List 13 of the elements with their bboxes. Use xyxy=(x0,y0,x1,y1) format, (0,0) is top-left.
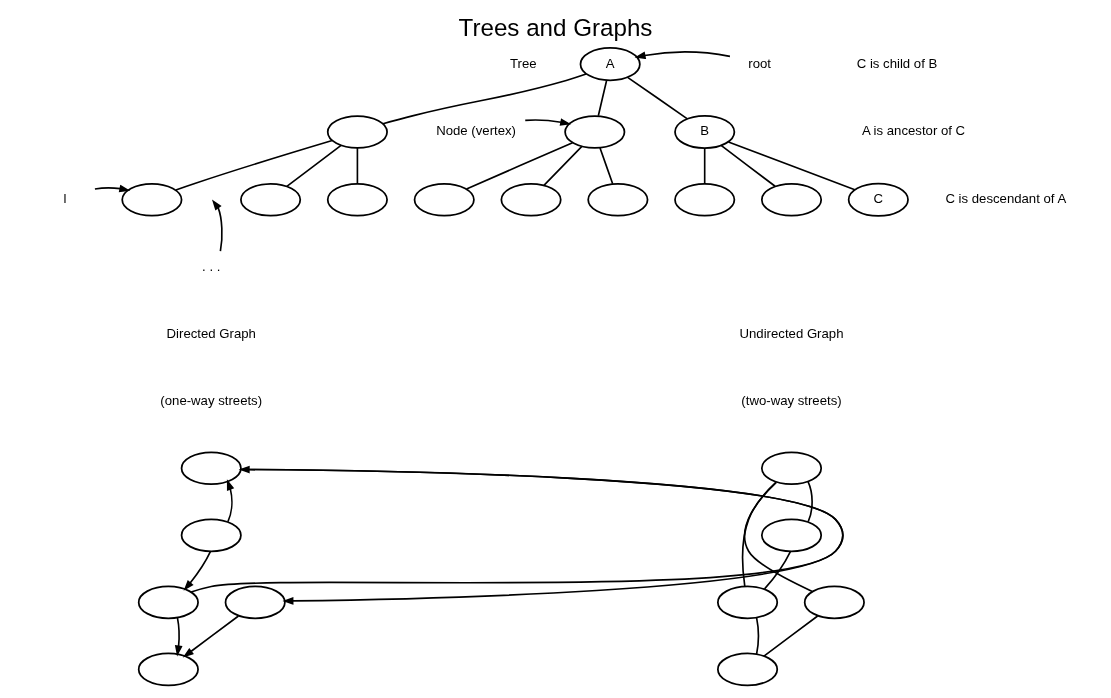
label: Undirected Graph xyxy=(739,325,844,341)
label: Tree xyxy=(510,55,537,71)
label: C is descendant of A xyxy=(945,191,1067,207)
label: Directed Graph xyxy=(166,325,256,341)
node-text: root xyxy=(748,55,771,71)
node-text: l xyxy=(63,191,67,207)
diagram-title: Trees and Graphs xyxy=(458,14,653,42)
label: (one-way streets) xyxy=(160,392,263,408)
label: (two-way streets) xyxy=(741,392,842,408)
node-text: Node (vertex) xyxy=(436,123,516,139)
label: C is child of B xyxy=(856,55,938,71)
node-text: . . . xyxy=(202,258,221,274)
label: A is ancestor of C xyxy=(861,123,966,139)
